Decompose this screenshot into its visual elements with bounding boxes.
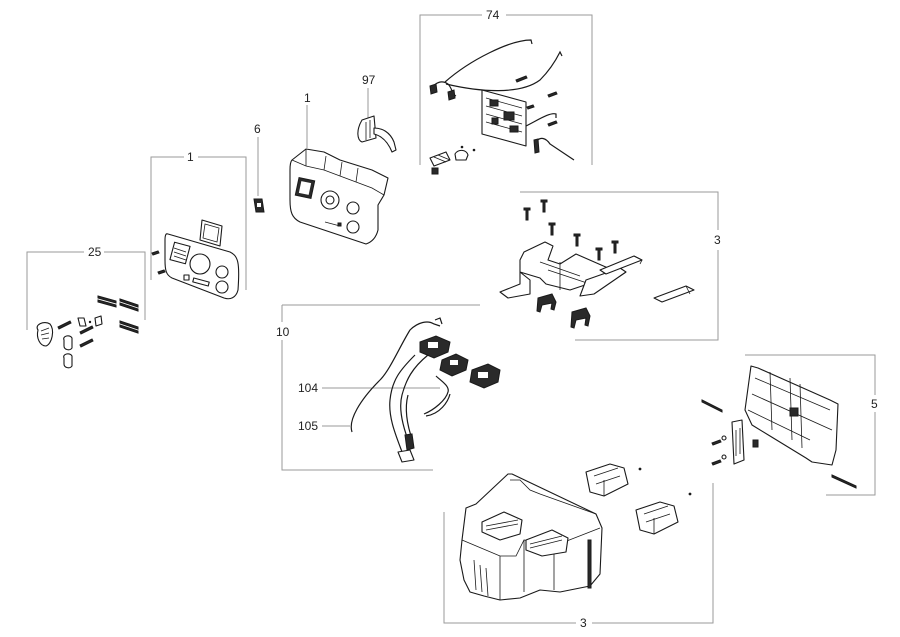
callout-group-10: 10 104 105: [276, 304, 501, 471]
callout-label-6: 6: [254, 122, 261, 136]
callout-label-104: 104: [298, 381, 318, 395]
callout-label-10: 10: [276, 325, 290, 339]
callout-label-97: 97: [362, 73, 376, 87]
callout-group-1-faceplate: 1: [150, 150, 247, 300]
part-small-clip[interactable]: [253, 198, 265, 213]
callout-bracket-74: [419, 14, 593, 165]
callout-label-1b: 1: [304, 91, 311, 105]
callout-bracket-3a: [520, 191, 719, 341]
part-mounting-frame[interactable]: [499, 199, 695, 329]
part-control-panel-housing[interactable]: [289, 148, 389, 245]
callout-label-74: 74: [486, 8, 500, 22]
callout-label-105: 105: [298, 419, 318, 433]
callout-label-5: 5: [871, 397, 878, 411]
callout-group-6: 6: [253, 122, 265, 213]
part-control-panel-faceplate[interactable]: [151, 219, 240, 300]
part-wiring-harness[interactable]: [350, 317, 501, 463]
callout-label-1a: 1: [187, 150, 194, 164]
part-bracket-sensor[interactable]: [357, 115, 397, 153]
callout-bracket-5: [745, 354, 876, 496]
part-rear-cover-panel[interactable]: [701, 365, 857, 489]
part-base-housing[interactable]: [459, 463, 692, 601]
callout-group-97: 97: [357, 73, 397, 153]
callout-label-3b: 3: [580, 616, 587, 630]
callout-group-3-frame: 3: [499, 191, 721, 341]
part-control-board-with-wiring[interactable]: [429, 39, 575, 175]
callout-group-3-base: 3: [443, 463, 714, 630]
callout-group-1-housing: 1: [289, 91, 389, 245]
callout-group-74: 74: [419, 8, 593, 175]
callout-bracket-3b: [443, 483, 714, 624]
callout-group-25: 25: [26, 245, 146, 369]
callout-bracket-25: [26, 251, 146, 330]
part-knobs-and-shafts[interactable]: [36, 295, 139, 369]
callout-group-5: 5: [701, 354, 878, 496]
callout-bracket-1a: [150, 156, 247, 290]
callout-bracket-10: [281, 304, 480, 471]
callout-label-25: 25: [88, 245, 102, 259]
callout-label-3a: 3: [714, 233, 721, 247]
